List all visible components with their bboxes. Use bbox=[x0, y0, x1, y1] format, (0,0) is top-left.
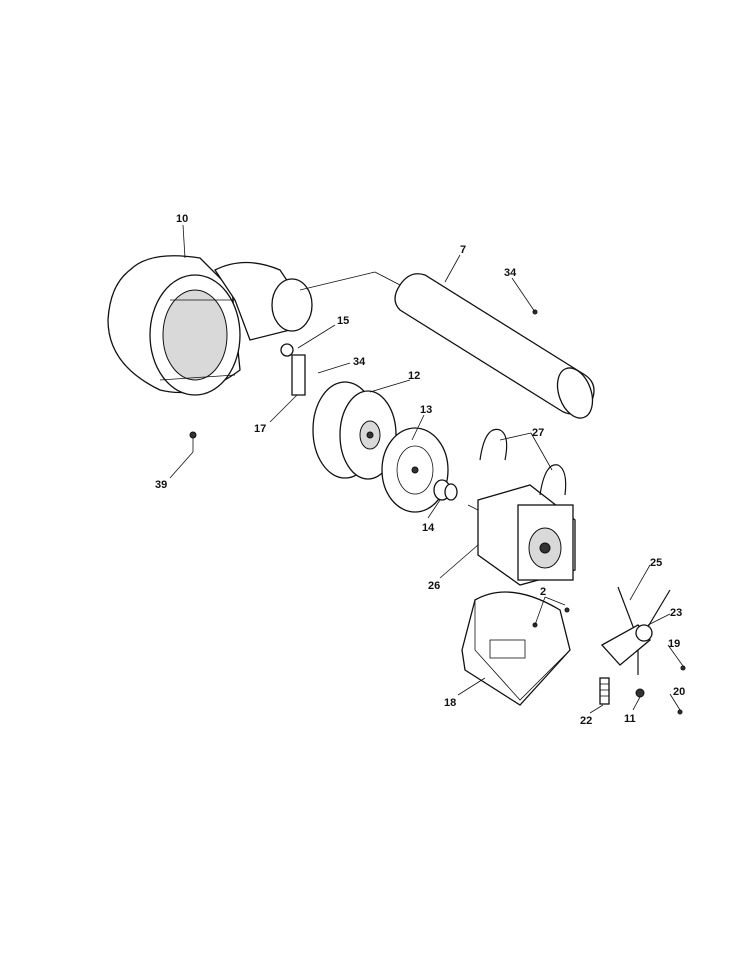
idler-assembly bbox=[600, 586, 671, 675]
callout-34-duct: 34 bbox=[504, 267, 517, 279]
callout-26: 26 bbox=[428, 580, 440, 592]
callout-20: 20 bbox=[673, 686, 685, 698]
callout-18: 18 bbox=[444, 697, 456, 709]
bushing bbox=[433, 479, 458, 501]
callout-labels: 10 7 34 15 34 12 17 13 27 39 14 26 25 2 … bbox=[155, 213, 685, 727]
motor bbox=[467, 484, 576, 586]
callout-25: 25 bbox=[650, 557, 662, 569]
callout-22: 22 bbox=[580, 715, 592, 727]
callout-12: 12 bbox=[408, 370, 420, 382]
motor-mount bbox=[461, 591, 571, 706]
callout-7: 7 bbox=[460, 244, 466, 256]
callout-13: 13 bbox=[420, 404, 432, 416]
seal-plate bbox=[381, 427, 449, 513]
exhaust-duct bbox=[299, 271, 595, 419]
callout-leaders bbox=[169, 224, 684, 714]
hardware-parts bbox=[189, 309, 686, 715]
idler-spring bbox=[599, 677, 610, 705]
callout-19: 19 bbox=[668, 638, 680, 650]
callout-15: 15 bbox=[337, 315, 349, 327]
callout-2: 2 bbox=[540, 586, 546, 598]
callout-17: 17 bbox=[254, 423, 266, 435]
blower-housing bbox=[107, 255, 313, 396]
motor-clamps bbox=[479, 428, 567, 496]
blower-wheel bbox=[312, 381, 397, 480]
callout-39: 39 bbox=[155, 479, 167, 491]
callout-34-housing: 34 bbox=[353, 356, 366, 368]
callout-14: 14 bbox=[422, 522, 435, 534]
callout-11: 11 bbox=[624, 713, 636, 725]
callout-23: 23 bbox=[670, 607, 682, 619]
callout-10: 10 bbox=[176, 213, 188, 225]
callout-27: 27 bbox=[532, 427, 544, 439]
